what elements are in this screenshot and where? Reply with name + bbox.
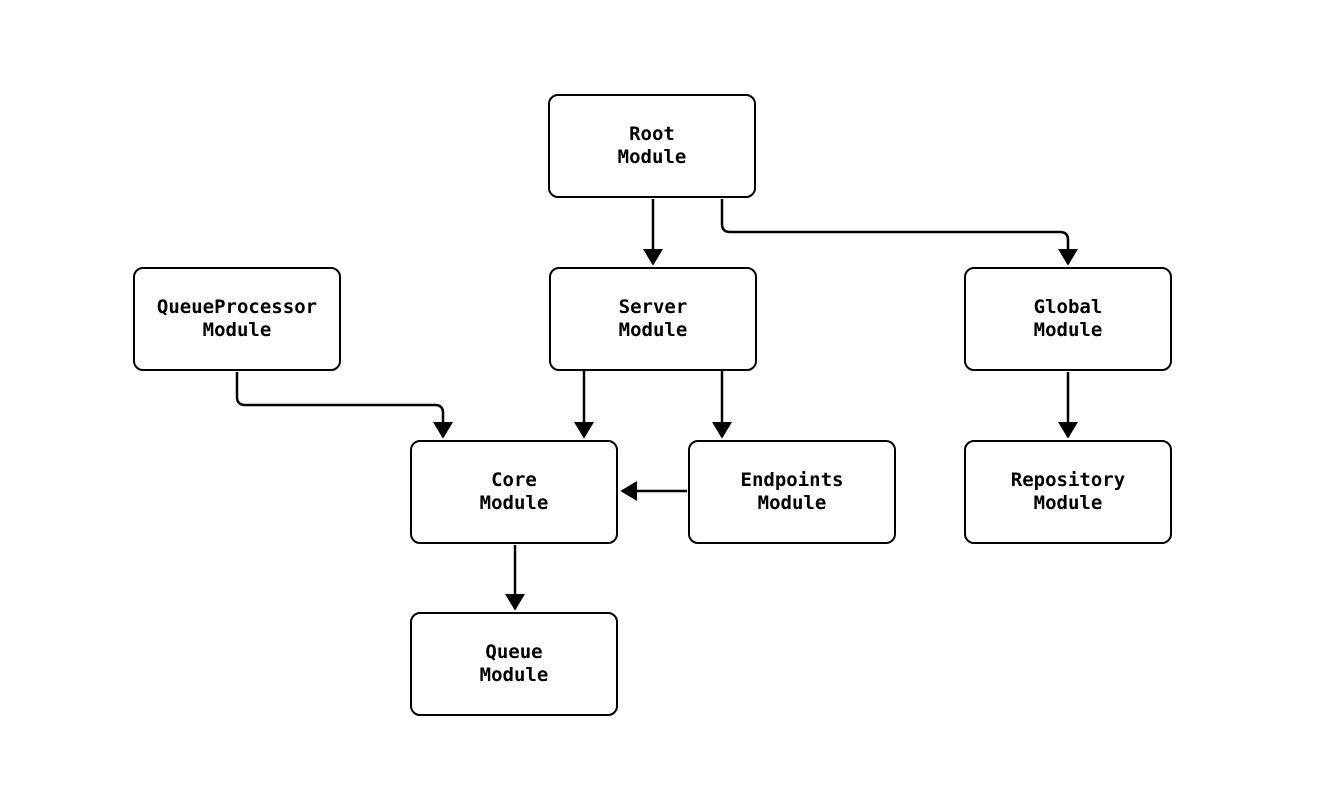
node-queueprocessor-module: QueueProcessor Module <box>133 267 341 371</box>
node-queueprocessor-module-label: QueueProcessor Module <box>156 296 318 341</box>
node-endpoints-module-label: Endpoints Module <box>740 469 844 514</box>
node-queue-module-label: Queue Module <box>479 641 549 686</box>
node-global-module: Global Module <box>964 267 1172 371</box>
node-core-module-label: Core Module <box>479 469 549 514</box>
edge-queueprocessor-to-core <box>235 372 453 439</box>
node-root-module: Root Module <box>548 94 756 198</box>
edge-root-to-global <box>720 199 1078 266</box>
node-root-module-label: Root Module <box>617 123 687 168</box>
node-queue-module: Queue Module <box>410 612 618 716</box>
node-core-module: Core Module <box>410 440 618 544</box>
node-endpoints-module: Endpoints Module <box>688 440 896 544</box>
node-repository-module-label: Repository Module <box>1010 469 1126 514</box>
node-server-module: Server Module <box>549 267 757 371</box>
node-repository-module: Repository Module <box>964 440 1172 544</box>
node-server-module-label: Server Module <box>618 296 688 341</box>
node-global-module-label: Global Module <box>1033 296 1103 341</box>
